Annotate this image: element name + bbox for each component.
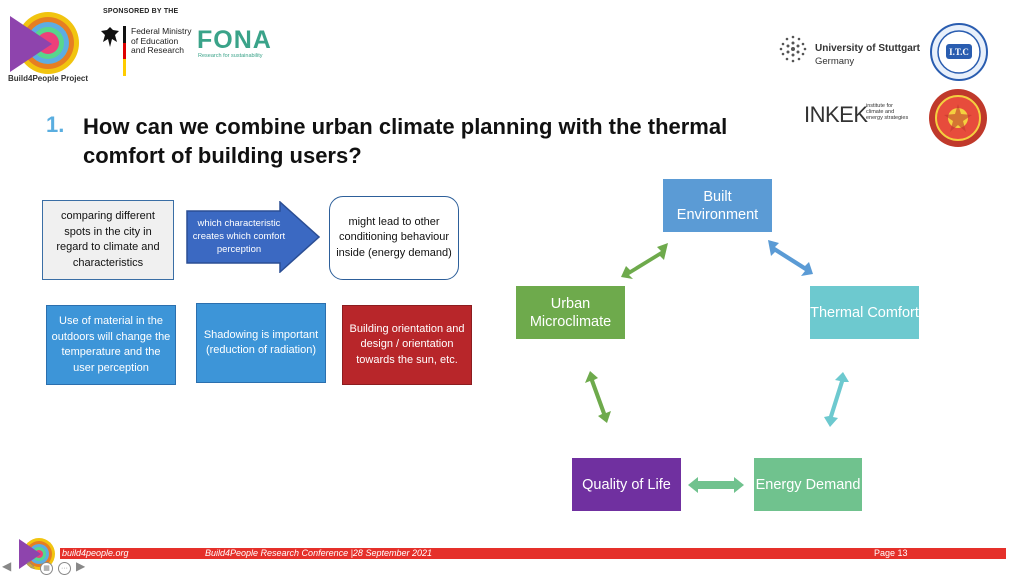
build4people-logo <box>10 12 79 74</box>
university-name: University of Stuttgart <box>815 43 921 54</box>
arrow-quality-energy-shape <box>688 477 744 493</box>
arrow-built-thermal <box>768 240 813 276</box>
page-number: Page 13 <box>874 548 908 558</box>
ministry-name: Federal Ministry of Education and Resear… <box>131 26 192 55</box>
previous-slide-icon[interactable]: ◀ <box>2 559 12 573</box>
energy-demand-node: Energy Demand <box>754 458 862 511</box>
next-slide-icon[interactable]: ▶ <box>76 559 86 573</box>
question-number: 1. <box>46 112 65 137</box>
arrow-built-urban <box>621 243 668 279</box>
arrow-built-thermal-shape <box>768 240 813 276</box>
arrow-thermal-energy <box>824 372 849 427</box>
slide-title: How can we combine urban climate plannin… <box>83 114 728 168</box>
characteristic-arrow <box>186 201 320 273</box>
arrow-built-urban-shape <box>621 243 668 279</box>
german-flag-stripe <box>123 26 126 76</box>
arrow-quality-energy <box>688 477 744 493</box>
more-options-icon[interactable]: ··· <box>58 559 71 575</box>
built-environment-node: Built Environment <box>663 179 772 232</box>
building-orientation-box: Building orientation and design / orient… <box>342 305 472 385</box>
shadowing-box: Shadowing is important (reduction of rad… <box>196 303 326 383</box>
urban-microclimate-node: Urban Microclimate <box>516 286 625 339</box>
comparing-spots-box: comparing different spots in the city in… <box>42 200 174 280</box>
fona-logo: FONA <box>197 26 272 54</box>
inkek-logo: INKEK <box>804 102 868 127</box>
federal-eagle-icon <box>101 27 119 47</box>
footer-conference: Build4People Research Conference |28 Sep… <box>205 548 432 558</box>
characteristic-arrow-label: which characteristic creates which comfo… <box>192 218 286 255</box>
itc-seal-logo: I.T.C <box>930 23 988 81</box>
arrow-urban-quality-shape <box>585 371 611 423</box>
quality-of-life-node: Quality of Life <box>572 458 681 511</box>
stuttgart-logo-icon <box>779 35 807 63</box>
arrow-thermal-energy-shape <box>824 372 849 427</box>
slides-overview-icon[interactable]: ▦ <box>40 559 53 575</box>
footer-bar <box>60 548 1006 559</box>
thermal-comfort-node: Thermal Comfort <box>810 286 919 339</box>
sponsored-by-label: SPONSORED BY THE <box>103 8 179 15</box>
conditioning-behaviour-box: might lead to other conditioning behavio… <box>329 196 459 280</box>
pen-icon[interactable]: ✎ <box>26 559 37 573</box>
material-box: Use of material in the outdoors will cha… <box>46 305 176 385</box>
svg-text:I.T.C: I.T.C <box>949 47 969 57</box>
inkek-subtitle: institute for climate and energy strateg… <box>866 103 909 121</box>
fona-subtitle: Research for sustainability <box>198 53 263 59</box>
red-seal-logo <box>929 89 987 147</box>
university-country: Germany <box>815 56 855 67</box>
arrow-urban-quality <box>585 371 611 423</box>
project-name: Build4People Project <box>8 74 89 83</box>
footer-url: build4people.org <box>62 548 129 558</box>
